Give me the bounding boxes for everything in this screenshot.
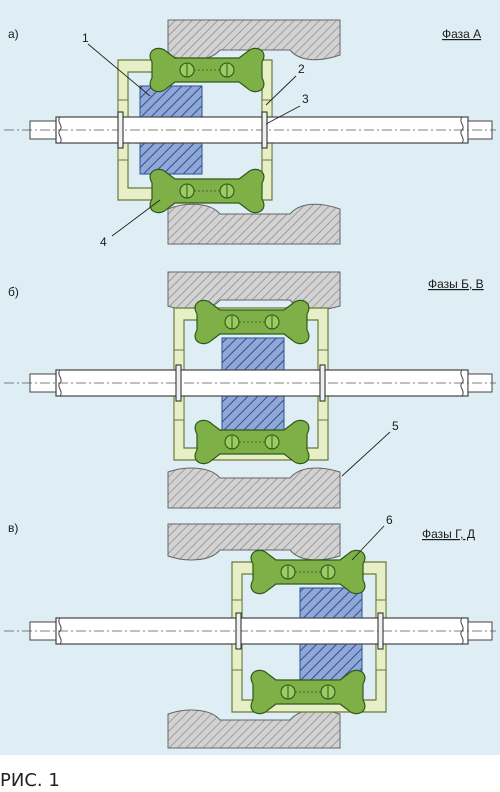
upper-gripper-v [167,523,341,561]
ring-right-a [261,111,268,149]
callout-6: 6 [386,513,393,527]
lower-gripper-a [167,203,341,245]
ring-left-b [175,364,182,402]
panel-v-letter: в) [8,521,18,535]
lower-gripper-b [167,467,341,509]
panel-b: б) Фазы Б, В 5 [4,271,496,509]
callout-2: 2 [298,62,305,76]
panel-v: в) Фазы Г, Д 6 [4,513,496,749]
panel-a-title: Фаза А [442,27,481,41]
panel-v-title: Фазы Г, Д [422,527,475,541]
shaft-a [4,116,496,144]
callout-4: 4 [100,235,107,249]
panel-a: а) Фаза А 1 2 3 [4,19,496,249]
panel-a-letter: а) [8,27,19,41]
shaft-b [4,369,496,397]
panel-b-letter: б) [8,285,19,299]
ring-left-v [235,612,242,650]
callout-1: 1 [82,31,89,45]
callout-5: 5 [392,419,399,433]
ring-right-b [319,364,326,402]
ring-left-a [117,111,124,149]
figure-caption: РИС. 1 [0,770,60,791]
callout-3: 3 [302,92,309,106]
ring-right-v [377,612,384,650]
caption-background [0,755,500,792]
shaft-v [4,617,496,645]
panel-b-title: Фазы Б, В [428,277,484,291]
